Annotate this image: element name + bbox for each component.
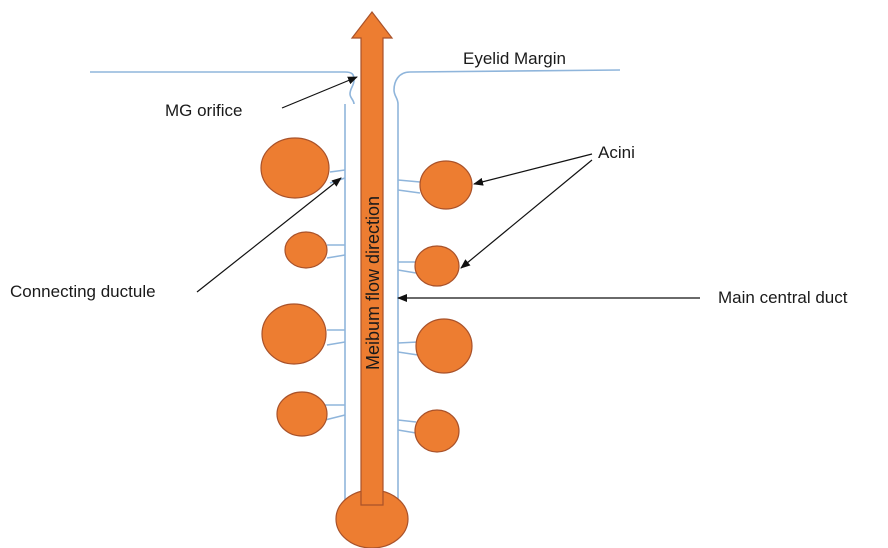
eyelid-margin-line-right xyxy=(393,69,621,105)
connecting-ductules-right xyxy=(397,179,421,434)
eyelid-margin-line-left xyxy=(90,71,355,105)
acinus xyxy=(284,231,328,269)
acinus xyxy=(414,409,460,453)
main-central-duct-label: Main central duct xyxy=(718,288,848,307)
acinus xyxy=(261,303,327,365)
eyelid-margin-label: Eyelid Margin xyxy=(463,49,566,68)
acinus xyxy=(276,391,328,437)
acinus xyxy=(419,160,473,210)
meibum-flow-arrow xyxy=(350,11,394,506)
acini-label: Acini xyxy=(598,143,635,162)
mg-orifice-label: MG orifice xyxy=(165,101,242,120)
connecting-ductule-label: Connecting ductule xyxy=(10,282,156,301)
connecting-ductules-left xyxy=(324,169,346,421)
acinus xyxy=(260,137,330,199)
acini-pointer-upper xyxy=(473,153,593,186)
acinus xyxy=(415,318,473,374)
connecting-ductule-pointer xyxy=(196,177,342,293)
acinus xyxy=(414,245,460,287)
acini-pointer-lower xyxy=(460,159,593,269)
flow-direction-label: Meibum flow direction xyxy=(363,196,383,370)
mg-orifice-pointer xyxy=(281,76,358,109)
